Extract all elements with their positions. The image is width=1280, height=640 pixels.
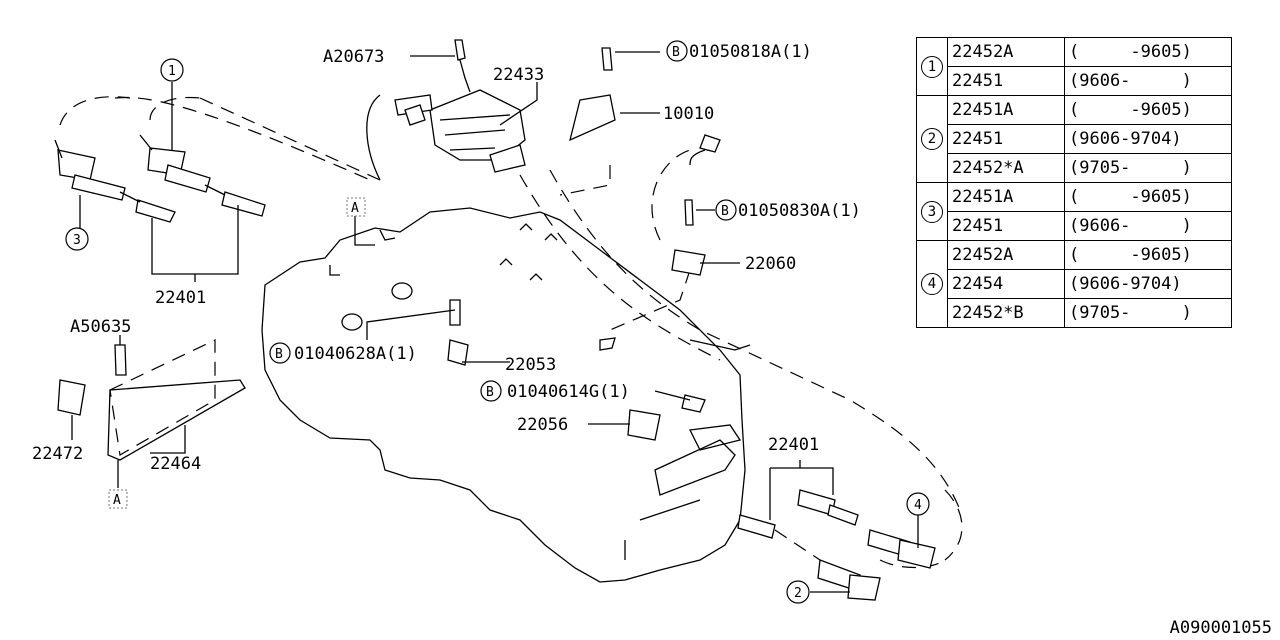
label-01050830a: 01050830A(1) bbox=[738, 201, 861, 221]
right-coils-and-plugs bbox=[737, 489, 936, 601]
label-22464: 22464 bbox=[150, 454, 201, 474]
label-a50635: A50635 bbox=[70, 317, 131, 337]
ref-mark-a-top-label: A bbox=[351, 201, 359, 216]
label-22401-left: 22401 bbox=[155, 288, 206, 308]
table-part-number: 22454 bbox=[947, 269, 1065, 299]
engine-block bbox=[261, 207, 751, 583]
table-ref-callout: 3 bbox=[921, 200, 943, 223]
bolt-marker-label: B bbox=[721, 204, 729, 219]
label-22433: 22433 bbox=[493, 65, 544, 85]
table-row: 22451(9606- ) bbox=[917, 211, 1232, 241]
bolt-marker-icon bbox=[480, 380, 502, 402]
callout-4 bbox=[906, 492, 930, 516]
table-row: 22454(9606-9704) bbox=[917, 269, 1232, 299]
label-22053: 22053 bbox=[505, 355, 556, 375]
callout-1-label: 1 bbox=[168, 64, 176, 79]
table-date-range: ( -9605) bbox=[1064, 240, 1232, 270]
diagram-code: A090001055 bbox=[1169, 618, 1272, 638]
table-ref-callout: 1 bbox=[921, 55, 943, 78]
table-date-range: (9606-9704) bbox=[1064, 124, 1232, 154]
table-part-number: 22451A bbox=[947, 95, 1065, 125]
table-part-number: 22451 bbox=[947, 124, 1065, 154]
leader-lines bbox=[71, 51, 919, 593]
label-01040628a: 01040628A(1) bbox=[294, 344, 417, 364]
table-row: 22452*A(9705- ) bbox=[917, 153, 1232, 183]
table-row: 22452*B(9705- ) bbox=[917, 298, 1232, 328]
table-ref-cell: 1 bbox=[916, 37, 948, 96]
table-part-number: 22452*A bbox=[947, 153, 1065, 183]
sensors-and-brackets bbox=[57, 47, 721, 461]
label-22401-right: 22401 bbox=[768, 435, 819, 455]
table-date-range: (9705- ) bbox=[1064, 153, 1232, 183]
label-22472: 22472 bbox=[32, 444, 83, 464]
left-coils-and-plugs bbox=[54, 134, 266, 223]
callout-3 bbox=[65, 227, 89, 251]
bolt-marker-label: B bbox=[486, 385, 494, 400]
table-date-range: (9705- ) bbox=[1064, 298, 1232, 328]
label-a20673: A20673 bbox=[323, 47, 384, 67]
table-part-number: 22451A bbox=[947, 182, 1065, 212]
label-01040614g: 01040614G(1) bbox=[507, 382, 630, 402]
table-ref-cell: 2 bbox=[916, 95, 948, 183]
callout-2-label: 2 bbox=[794, 586, 802, 601]
label-22056: 22056 bbox=[517, 415, 568, 435]
bolt-marker-label: B bbox=[672, 45, 680, 60]
label-10010: 10010 bbox=[663, 104, 714, 124]
table-date-range: (9606- ) bbox=[1064, 66, 1232, 96]
table-part-number: 22451 bbox=[947, 211, 1065, 241]
bolt-marker-icon bbox=[269, 342, 291, 364]
table-row: 22451(9606- ) bbox=[917, 66, 1232, 96]
bolt-marker-icon bbox=[715, 199, 737, 221]
table-part-number: 22451 bbox=[947, 66, 1065, 96]
ref-mark-a-top: A bbox=[346, 197, 366, 217]
table-part-number: 22452*B bbox=[947, 298, 1065, 328]
label-22060: 22060 bbox=[745, 254, 796, 274]
ref-mark-a-bottom: A bbox=[108, 489, 128, 509]
table-part-number: 22452A bbox=[947, 240, 1065, 270]
callout-1 bbox=[160, 58, 184, 82]
ref-mark-a-bottom-label: A bbox=[113, 493, 121, 508]
callout-3-label: 3 bbox=[73, 233, 81, 248]
table-date-range: (9606- ) bbox=[1064, 211, 1232, 241]
table-date-range: ( -9605) bbox=[1064, 182, 1232, 212]
table-ref-callout: 2 bbox=[921, 128, 943, 150]
table-part-number: 22452A bbox=[947, 37, 1065, 67]
table-date-range: (9606-9704) bbox=[1064, 269, 1232, 299]
table-ref-callout: 4 bbox=[921, 273, 943, 295]
callout-4-label: 4 bbox=[914, 498, 922, 513]
table-ref-cell: 4 bbox=[916, 240, 948, 328]
table-row: 22451(9606-9704) bbox=[917, 124, 1232, 154]
bolt-marker-label: B bbox=[275, 347, 283, 362]
callout-2 bbox=[786, 580, 810, 604]
ignition-coil bbox=[366, 39, 526, 181]
table-ref-cell: 3 bbox=[916, 182, 948, 241]
label-01050818a: 01050818A(1) bbox=[689, 42, 812, 62]
bolt-marker-icon bbox=[666, 40, 688, 62]
table-date-range: ( -9605) bbox=[1064, 95, 1232, 125]
spark-plug-cords bbox=[59, 96, 963, 569]
table-date-range: ( -9605) bbox=[1064, 37, 1232, 67]
